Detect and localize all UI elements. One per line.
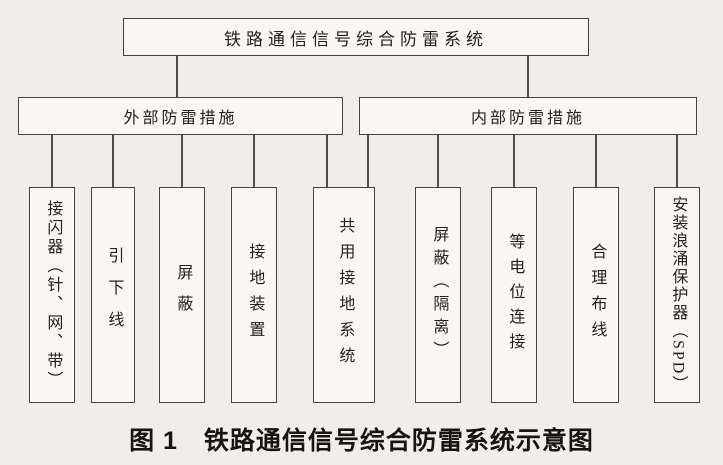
node-internal-measures-label: 内部防雷措施 <box>470 110 585 127</box>
connector-internal-surge-protector <box>676 135 678 187</box>
figure-caption: 图 1 铁路通信信号综合防雷系统示意图 <box>129 427 594 455</box>
leaf-surge-protector: 安装浪涌保护器（SPD） <box>654 187 700 403</box>
leaf-rational-wiring: 合理布线 <box>573 187 619 403</box>
leaf-surge-protector-label: 安装浪涌保护器（SPD） <box>669 196 687 394</box>
connector-external-common-earthing <box>326 135 328 187</box>
connector-internal-common-earthing <box>367 135 369 187</box>
node-external-measures-label: 外部防雷措施 <box>123 110 238 127</box>
connector-external-earthing-device <box>253 135 255 187</box>
connector-internal-shielding-isolation <box>437 135 439 187</box>
leaf-equipotential-bonding-label: 等电位连接 <box>506 232 524 358</box>
connector-internal-equipotential-bonding <box>513 135 515 187</box>
leaf-shielding-isolation-label: 屏蔽（隔离） <box>430 226 448 364</box>
leaf-equipotential-bonding: 等电位连接 <box>491 187 537 403</box>
connector-root-internal <box>527 56 529 97</box>
connector-external-shielding <box>181 135 183 187</box>
leaf-common-earthing-system-label: 共用接地系统 <box>336 217 354 373</box>
leaf-shielding-isolation: 屏蔽（隔离） <box>415 187 461 403</box>
connector-root-external <box>176 56 178 97</box>
leaf-air-termination: 接闪器（针、网、带） <box>29 187 75 403</box>
leaf-rational-wiring-label: 合理布线 <box>588 243 606 347</box>
node-internal-measures: 内部防雷措施 <box>359 97 697 135</box>
leaf-shielding: 屏蔽 <box>159 187 205 403</box>
leaf-earthing-device: 接地装置 <box>231 187 277 403</box>
leaf-air-termination-label: 接闪器（针、网、带） <box>44 200 62 390</box>
connector-external-air-termination <box>51 135 53 187</box>
leaf-common-earthing-system: 共用接地系统 <box>313 187 375 403</box>
node-external-measures: 外部防雷措施 <box>18 97 343 135</box>
connector-internal-rational-wiring <box>595 135 597 187</box>
leaf-down-conductor: 引下线 <box>91 187 135 403</box>
node-root: 铁路通信信号综合防雷系统 <box>123 18 589 56</box>
leaf-earthing-device-label: 接地装置 <box>246 243 264 347</box>
leaf-shielding-label: 屏蔽 <box>174 264 192 326</box>
leaf-down-conductor-label: 引下线 <box>105 247 123 343</box>
connector-external-down-conductor <box>112 135 114 187</box>
node-root-label: 铁路通信信号综合防雷系统 <box>224 29 488 49</box>
